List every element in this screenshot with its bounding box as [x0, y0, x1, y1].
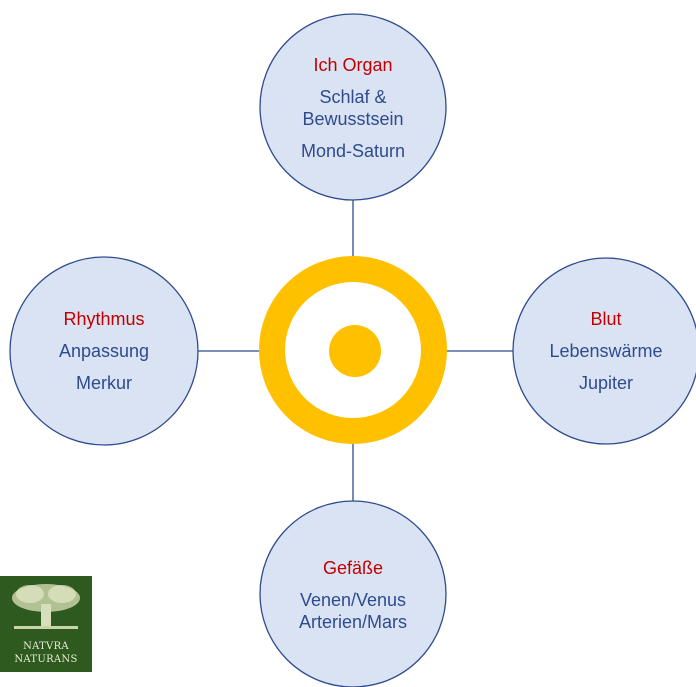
- node-right-line2: Jupiter: [578, 373, 634, 393]
- logo-text-line1: NATVRA: [23, 641, 69, 652]
- natura-naturans-logo: NATVRA NATURANS: [0, 576, 92, 672]
- circle-top: [259, 13, 447, 201]
- node-right-line1: Lebenswärme: [549, 341, 663, 361]
- node-top-line1: Schlaf &: [319, 86, 387, 107]
- node-top-line2: Bewusstsein: [302, 108, 404, 129]
- tree-icon: [12, 584, 80, 629]
- node-right-title: Blut: [590, 309, 622, 329]
- node-left-line2: Merkur: [75, 373, 132, 393]
- node-left-title: Rhythmus: [63, 309, 145, 329]
- node-left: Rhythmus Anpassung Merkur: [14, 290, 194, 412]
- circle-left: [9, 256, 199, 446]
- logo-text-line2: NATURANS: [14, 654, 78, 665]
- node-right: Blut Lebenswärme Jupiter: [516, 290, 696, 412]
- node-top-line3: Mond-Saturn: [300, 140, 406, 161]
- node-left-line1: Anpassung: [58, 341, 150, 361]
- node-bottom-line1: Venen/Venus: [299, 590, 407, 610]
- node-bottom: Gefäße Venen/Venus Arterien/Mars: [263, 545, 443, 645]
- center-ring: [259, 256, 447, 444]
- circle-bottom: [259, 500, 447, 687]
- node-bottom-title: Gefäße: [322, 558, 384, 578]
- circle-right: [512, 257, 696, 445]
- node-bottom-line2: Arterien/Mars: [298, 612, 408, 632]
- node-top: Ich Organ Schlaf & Bewusstsein Mond-Satu…: [263, 30, 443, 185]
- center-dot: [329, 325, 381, 377]
- node-top-title: Ich Organ: [313, 54, 393, 75]
